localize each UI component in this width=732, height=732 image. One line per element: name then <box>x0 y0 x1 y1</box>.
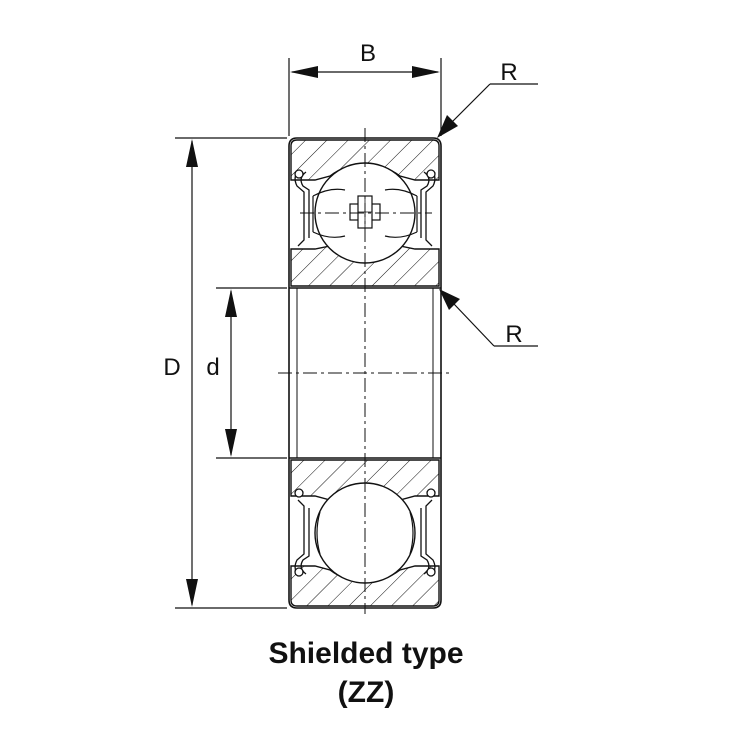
caption-title: Shielded type <box>268 637 464 670</box>
dimension-outer-diameter <box>175 137 287 609</box>
center-lines <box>278 128 452 614</box>
dimension-bore <box>216 287 287 459</box>
dimension-b <box>288 58 442 136</box>
label-d-outer: D <box>163 354 180 381</box>
top-cage <box>312 188 418 238</box>
label-r-bottom: R <box>505 321 522 348</box>
label-d-bore: d <box>206 354 219 381</box>
radius-leader-top <box>437 83 538 138</box>
top-right-shield <box>420 169 436 247</box>
bottom-cage <box>316 511 414 555</box>
radius-leader-bottom <box>439 289 538 347</box>
caption-type-code: (ZZ) <box>337 676 395 709</box>
label-r-top: R <box>500 59 517 86</box>
label-b: B <box>360 40 376 67</box>
top-left-shield <box>294 169 310 247</box>
bottom-right-shield <box>420 488 436 577</box>
bottom-left-shield <box>294 488 310 577</box>
